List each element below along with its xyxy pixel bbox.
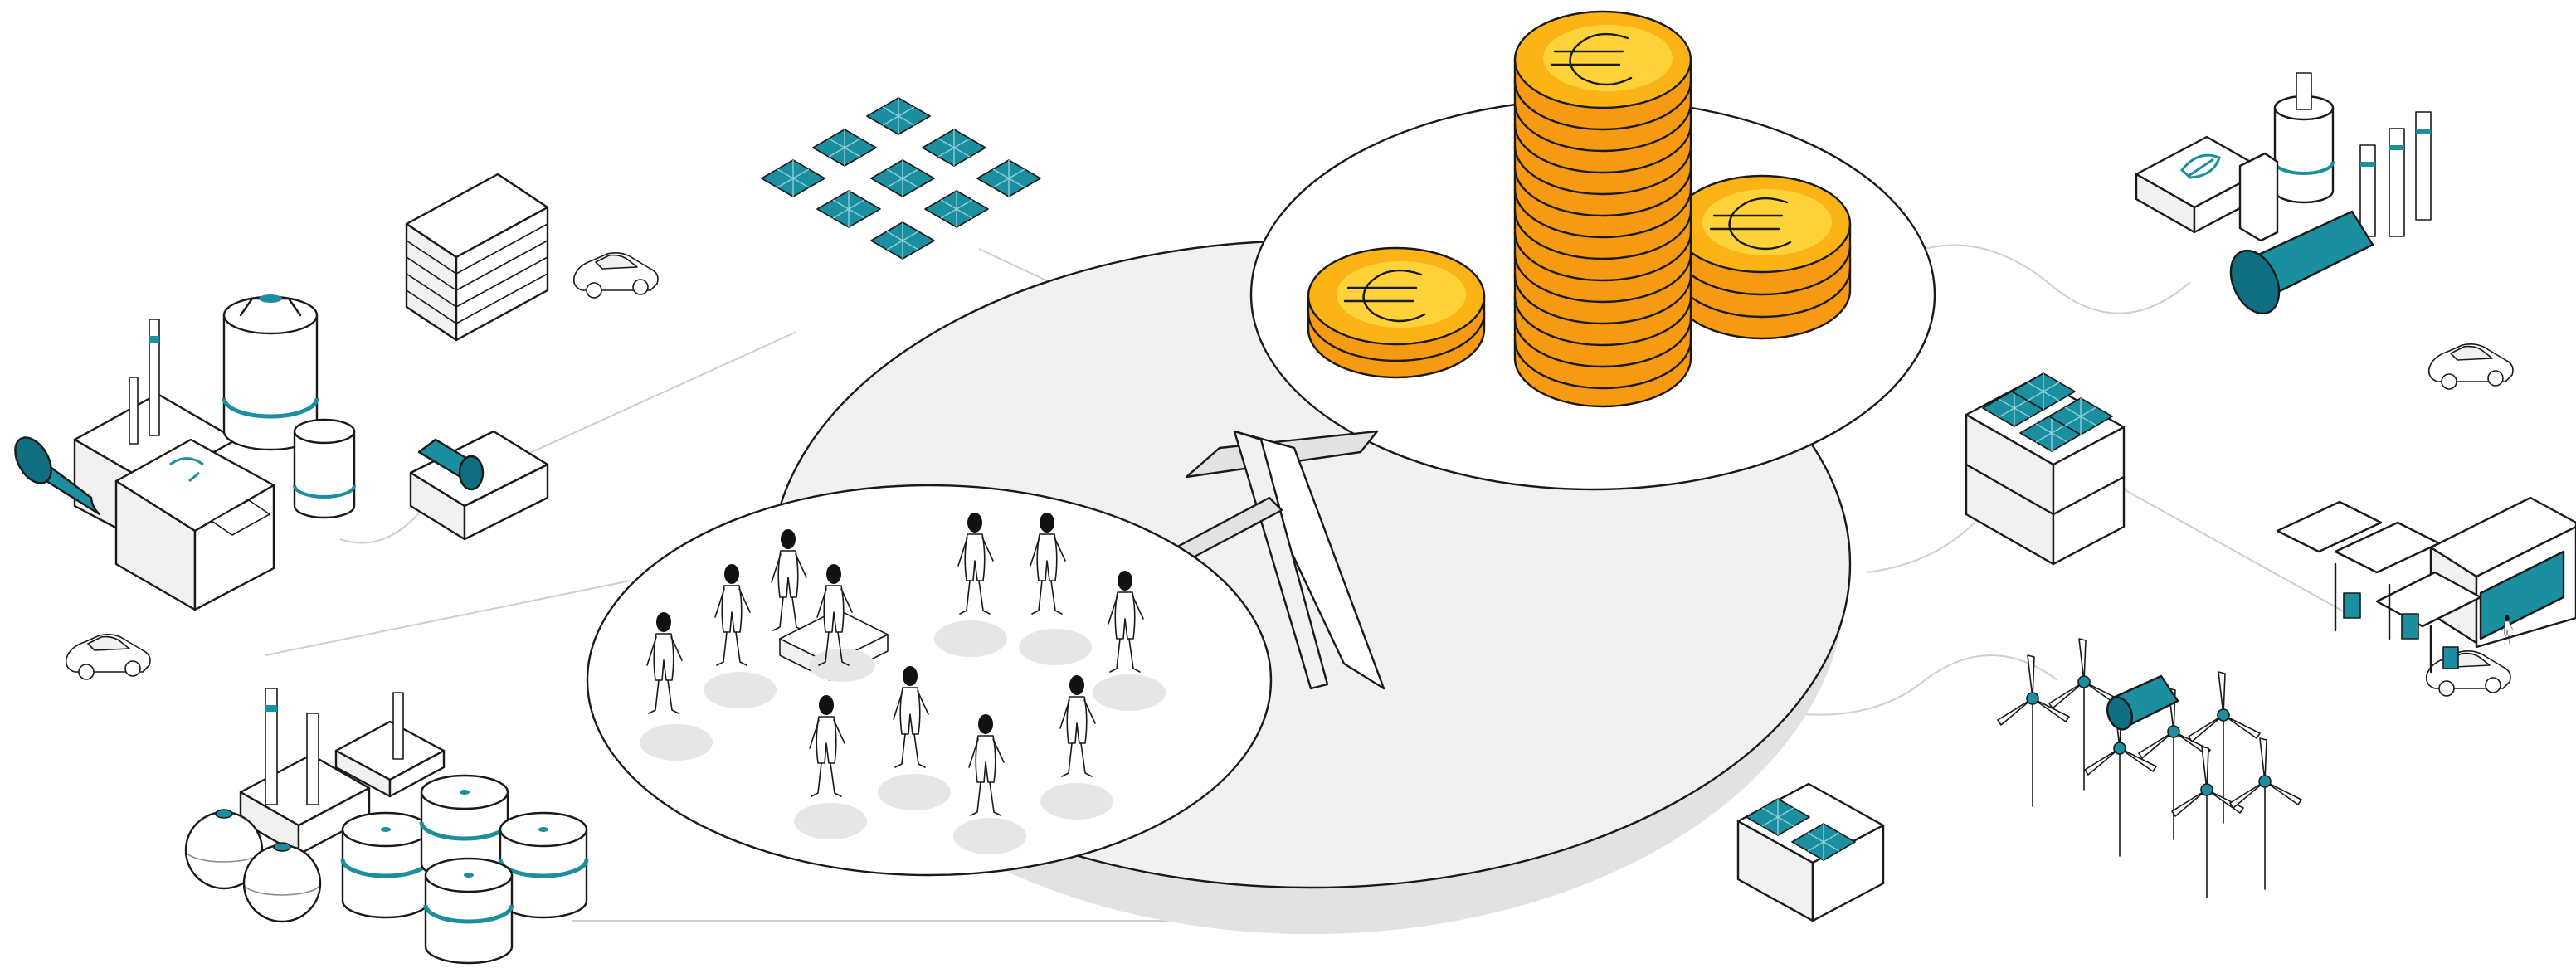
solar-panel-icon: [922, 129, 986, 167]
tank-farm: [184, 688, 587, 963]
apartment-building: [405, 173, 549, 342]
people-group: [640, 512, 1166, 854]
euro-coin-icon: [1673, 174, 1852, 274]
solar-panel-icon: [812, 129, 877, 167]
coin-stack-tall: [1513, 10, 1692, 408]
car-icon: [2427, 343, 2514, 390]
euro-coin-icon: [1307, 246, 1486, 346]
wind-turbine-icon: [1997, 654, 2070, 807]
leaf-icon: [2179, 153, 2221, 179]
solar-panel-icon: [866, 97, 931, 135]
solar-panel-icon: [976, 159, 1041, 197]
biogas-plant: [2135, 72, 2432, 315]
car-icon: [65, 634, 151, 680]
solar-roof-building: [1965, 372, 2126, 566]
coin-stack-small-left: [1307, 246, 1486, 379]
charging-station: [2276, 496, 2576, 674]
people-plate: [586, 484, 1273, 877]
coin-stack-right: [1673, 174, 1852, 340]
solar-panel-icon: [816, 190, 881, 228]
solar-roof-house: [1736, 782, 1885, 922]
solar-panel-icon: [870, 221, 935, 260]
euro-coin-icon: [1513, 10, 1692, 109]
wind-turbine-icon: [2229, 737, 2302, 890]
car-icon: [2425, 650, 2511, 697]
solar-panel-icon: [924, 190, 989, 228]
car-icon: [572, 252, 659, 299]
wind-turbine-icon: [2171, 746, 2244, 898]
solar-field: [761, 97, 1041, 260]
solar-panel-icon: [761, 159, 825, 197]
recycle-icon: [169, 457, 204, 483]
storage-building: [409, 430, 549, 541]
wind-farm: [1997, 638, 2302, 898]
solar-panel-icon: [870, 159, 935, 197]
industrial-plant: [14, 294, 356, 611]
